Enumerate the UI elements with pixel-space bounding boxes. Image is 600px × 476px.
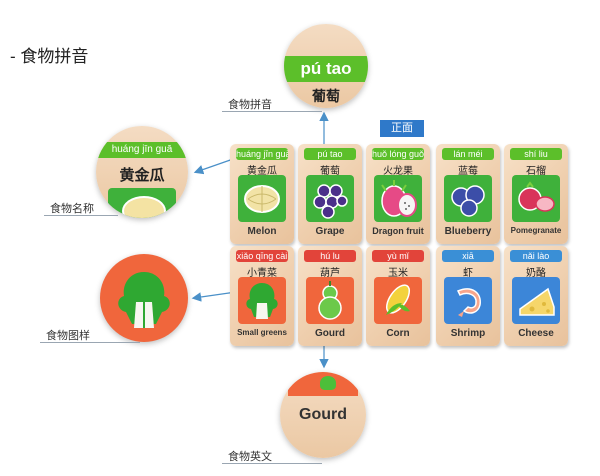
callout-name-label: 食物名称 [50, 203, 94, 215]
callout-image-label: 食物图样 [46, 330, 90, 342]
card-picture [512, 277, 560, 324]
card-pomegranate: shí liu 石榴 Pomegranate [504, 144, 568, 244]
dragon-fruit-icon [381, 180, 417, 217]
card-gourd: hú lu 葫芦 Gourd [298, 246, 362, 346]
card-pinyin: yù mǐ [372, 250, 424, 262]
card-pinyin: pú tao [304, 148, 356, 160]
card-grape: pú tao 葡萄 Grape [298, 144, 362, 244]
card-name: 石榴 [526, 166, 546, 177]
card-english: Dragon fruit [372, 226, 424, 236]
melon-icon [122, 196, 166, 218]
zoom-pinyin-text: pú tao [300, 59, 352, 78]
card-english: Melon [247, 226, 277, 237]
card-shrimp: xiā 虾 Shrimp [436, 246, 500, 346]
front-face-label: 正面 [380, 120, 424, 137]
arrow-left-name-line [193, 157, 237, 175]
card-name: 蓝莓 [458, 166, 478, 177]
card-small-greens: xiǎo qīng cài 小青菜 Small greens [230, 246, 294, 346]
card-blueberry: lán méi 蓝莓 Blueberry [436, 144, 500, 244]
corn-icon [385, 284, 411, 315]
card-picture [512, 175, 560, 222]
card-pinyin: hú lu [304, 250, 356, 262]
zoom-left-picture [108, 188, 176, 218]
card-picture [306, 277, 354, 324]
grape-icon [313, 184, 348, 219]
callout-pinyin-label: 食物拼音 [228, 99, 272, 111]
callout-image-line [40, 342, 140, 343]
pomegranate-icon [518, 181, 555, 212]
zoom-name-text: 葡萄 [312, 88, 340, 104]
cheese-icon [519, 287, 555, 316]
small-greens-icon [246, 283, 278, 319]
card-name: 玉米 [388, 268, 408, 279]
card-english: Shrimp [450, 328, 486, 339]
card-pinyin: xiā [442, 250, 494, 262]
card-name: 小青菜 [247, 268, 277, 279]
card-picture [374, 175, 422, 222]
card-name: 葡萄 [320, 166, 340, 177]
zoom-circle-english: Gourd [280, 372, 366, 458]
card-english: Gourd [315, 328, 345, 339]
card-english: Corn [386, 328, 410, 339]
zoom-circle-image [100, 254, 188, 342]
card-pinyin: shí liu [510, 148, 562, 160]
card-english: Small greens [237, 328, 287, 337]
card-name: 葫芦 [320, 268, 340, 279]
zoom-circle-pinyin: pú tao 葡萄 [284, 24, 368, 108]
gourd-stem-icon [320, 376, 336, 390]
card-cheese: nǎi lào 奶酪 Cheese [504, 246, 568, 346]
gourd-icon [318, 281, 342, 320]
card-picture [444, 175, 492, 222]
card-picture [374, 277, 422, 324]
shrimp-icon [456, 288, 481, 317]
callout-pinyin-line [222, 111, 322, 112]
card-melon: huáng jīn guā 黄金瓜 Melon [230, 144, 294, 244]
zoom-circle-name: huáng jīn guā 黄金瓜 [96, 126, 188, 218]
callout-name-line [44, 215, 118, 216]
small-greens-icon [118, 272, 170, 328]
card-name: 黄金瓜 [247, 166, 277, 177]
card-name: 奶酪 [526, 268, 546, 279]
zoom-left-name: 黄金瓜 [119, 167, 165, 184]
card-pinyin: huǒ lóng guǒ [372, 148, 424, 160]
zoom-left-pinyin-band [96, 142, 188, 158]
callout-english-line [222, 463, 322, 464]
card-name: 虾 [463, 268, 473, 279]
blueberry-icon [451, 185, 485, 217]
zoom-english-text: Gourd [299, 406, 347, 423]
card-pinyin: huáng jīn guā [236, 148, 288, 160]
card-corn: yù mǐ 玉米 Corn [366, 246, 430, 346]
card-pinyin: nǎi lào [510, 250, 562, 262]
card-english: Pomegranate [510, 226, 562, 235]
card-name: 火龙果 [383, 166, 413, 177]
card-english: Blueberry [444, 226, 492, 237]
card-english: Grape [315, 226, 345, 237]
zoom-bottom-picture [288, 372, 358, 396]
card-picture [238, 175, 286, 222]
section-title: - 食物拼音 [10, 47, 89, 66]
card-picture [306, 175, 354, 222]
card-pinyin: lán méi [442, 148, 494, 160]
card-pinyin: xiǎo qīng cài [236, 250, 288, 262]
melon-icon [244, 185, 280, 213]
card-picture [238, 277, 286, 324]
card-picture [444, 277, 492, 324]
zoom-pinyin-band [284, 56, 368, 82]
arrow-left-image-line [191, 291, 237, 302]
callout-english-label: 食物英文 [228, 451, 272, 463]
zoom-left-pinyin: huáng jīn guā [111, 144, 173, 155]
card-dragon-fruit: huǒ lóng guǒ 火龙果 Dragon fruit [366, 144, 430, 244]
card-english: Cheese [518, 328, 554, 339]
